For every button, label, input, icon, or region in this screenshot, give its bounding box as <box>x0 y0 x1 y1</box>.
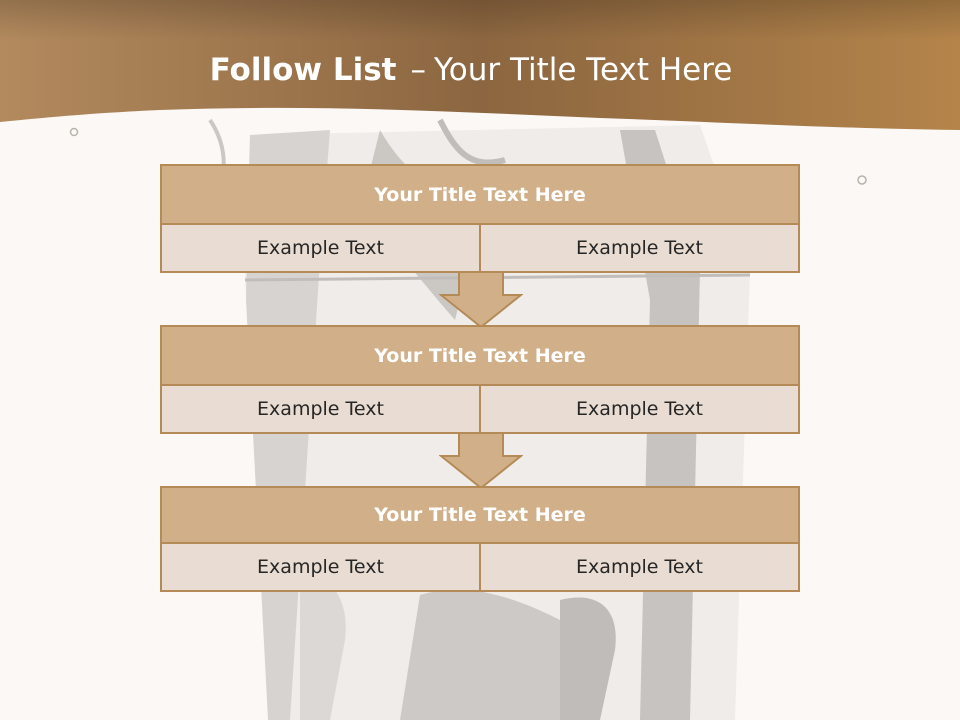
bubble <box>69 127 79 137</box>
title-dash: – <box>410 52 426 88</box>
list-block-row: Example Text Example Text <box>162 225 798 271</box>
list-block-3: Your Title Text Here Example Text Exampl… <box>160 486 800 592</box>
down-arrow-icon <box>439 271 523 329</box>
list-block-1: Your Title Text Here Example Text Exampl… <box>160 164 800 273</box>
slide-title: Follow List–Your Title Text Here <box>0 52 942 88</box>
list-block-2: Your Title Text Here Example Text Exampl… <box>160 325 800 434</box>
list-block-cell-left: Example Text <box>257 398 384 420</box>
list-block-title: Your Title Text Here <box>162 166 798 225</box>
list-block-cell-right: Example Text <box>479 544 798 590</box>
bubble <box>857 175 867 185</box>
slide-title-bold: Follow List <box>209 52 397 88</box>
list-block-cell-left: Example Text <box>257 556 384 578</box>
list-block-cell-right: Example Text <box>479 386 798 432</box>
slide-title-rest: Your Title Text Here <box>433 52 733 88</box>
list-block-cell-right: Example Text <box>479 225 798 271</box>
list-block-title: Your Title Text Here <box>162 488 798 544</box>
list-block-row: Example Text Example Text <box>162 544 798 590</box>
list-block-row: Example Text Example Text <box>162 386 798 432</box>
list-block-cell-left: Example Text <box>257 237 384 259</box>
list-block-title: Your Title Text Here <box>162 327 798 386</box>
down-arrow-icon <box>439 432 523 490</box>
